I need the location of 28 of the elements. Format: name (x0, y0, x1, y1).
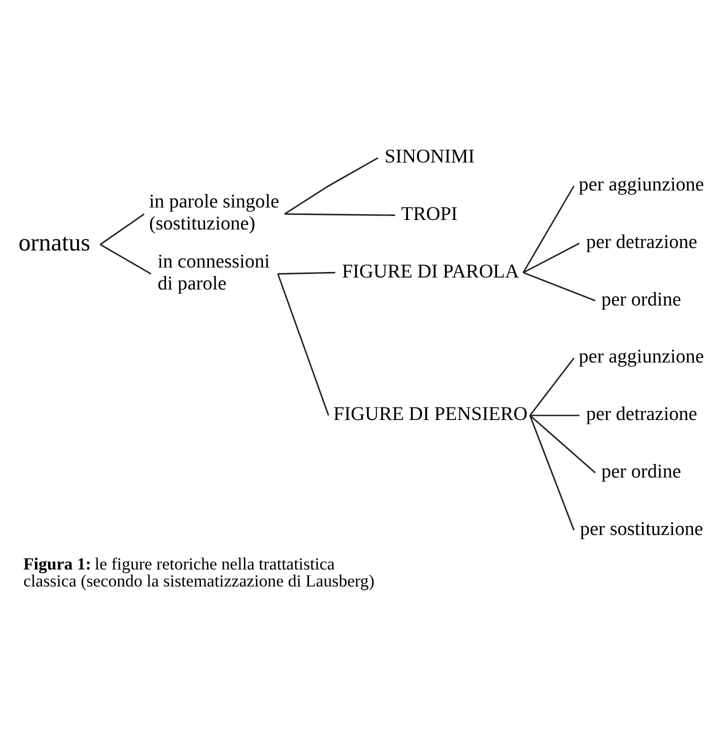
connector (278, 271, 336, 274)
connector (529, 414, 596, 473)
caption: Figura 1: le figure retoriche nella trattatistica classica (secondo la sistematizzazione di Lausberg) (23, 554, 374, 590)
node-text: per ordine (601, 460, 682, 482)
connector (529, 414, 575, 530)
node-text: per sostituzione (580, 518, 704, 540)
node-text: FIGURE DI PAROLA (342, 260, 520, 282)
node-text: in connessioni di parole (158, 250, 270, 294)
node-text: in parole singole (sostituzione) (149, 191, 280, 234)
connector (284, 212, 396, 216)
node-text: TROPI (401, 203, 458, 224)
node-text: per detrazione (586, 231, 698, 252)
connector (522, 242, 580, 273)
node-text: per detrazione (586, 404, 698, 425)
connector (284, 156, 378, 214)
connector (100, 243, 152, 274)
node-text: FIGURE DI PENSIERO (333, 404, 528, 425)
connector (522, 271, 596, 301)
connector (522, 185, 575, 272)
node-text: per aggiunzione (578, 174, 704, 196)
node-text: ornatus (18, 229, 90, 256)
node-text: per ordine (601, 288, 682, 310)
connector (529, 357, 574, 416)
node-text: SINONIMI (384, 146, 475, 167)
node-text: per aggiunzione (578, 346, 704, 368)
connector (277, 273, 330, 416)
connector (100, 212, 145, 245)
connector (530, 414, 580, 416)
